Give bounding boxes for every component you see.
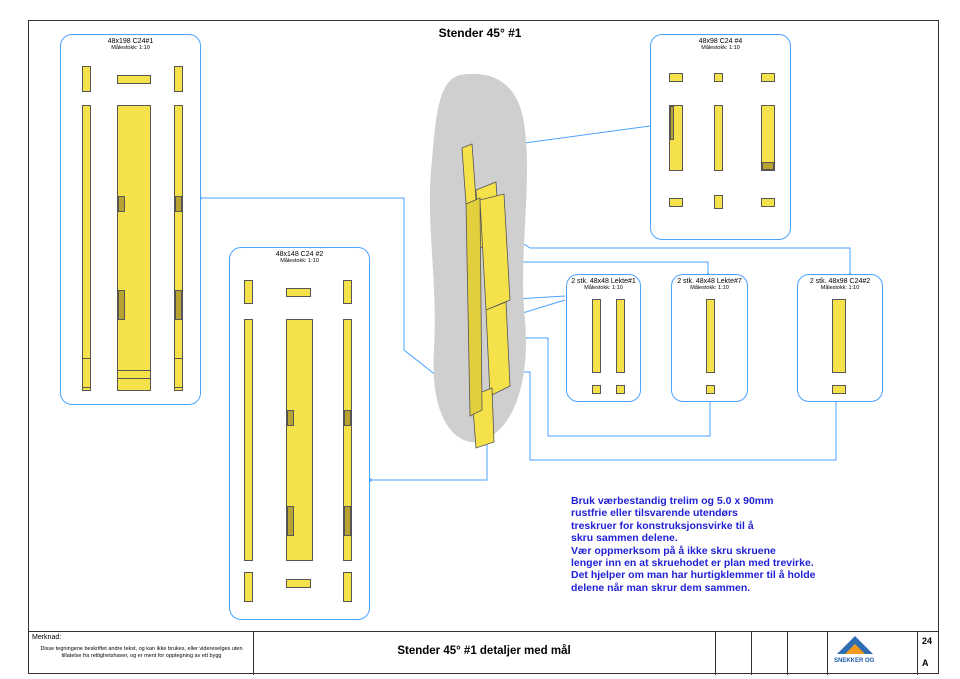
part-scale: Målestokk: 1:10: [111, 45, 150, 51]
leader-e: [500, 337, 711, 437]
title-block: Merknad: Disse tegningene beskriftet and…: [28, 631, 939, 675]
assembly-instructions: Bruk værbestandig trelim og 5.0 x 90mm r…: [571, 495, 871, 594]
face-view: [117, 105, 151, 391]
side-view: [82, 105, 91, 391]
part-name: 48x148 C24 #2: [275, 251, 324, 258]
side-view: [343, 319, 352, 561]
part-scale: Målestokk: 1:10: [690, 285, 729, 291]
end-detail: [832, 385, 846, 394]
part-name: 2 stk. 48x48 Lekte#1: [571, 278, 636, 285]
part-name: 2 stk. 48x98 C24#2: [809, 278, 871, 285]
part-card-f[interactable]: 2 stk. 48x98 C24#2 Målestokk: 1:10: [797, 274, 883, 402]
end-detail: [244, 572, 253, 602]
end-detail: [592, 385, 601, 394]
merknad-text: Disse tegningene beskriftet andre tekst,…: [40, 646, 243, 659]
part-name: 48x98 C24 #4: [698, 38, 743, 45]
part-name: 48x198 C24#1: [107, 38, 154, 45]
end-view: [174, 66, 183, 92]
end-detail: [616, 385, 625, 394]
company-logo-icon: [837, 636, 873, 654]
part-card-b[interactable]: 48x148 C24 #2 Målestokk: 1:10: [229, 247, 370, 620]
end-view: [714, 73, 723, 82]
part-card-e[interactable]: 2 stk. 48x48 Lekte#7 Målestokk: 1:10: [671, 274, 748, 402]
note-line: Det hjelper om man har hurtigklemmer til…: [571, 569, 816, 582]
side-view: [616, 299, 625, 373]
face-view: [286, 319, 313, 561]
merknad-cell: Merknad: Disse tegningene beskriftet and…: [28, 632, 254, 675]
end-view: [343, 280, 352, 304]
side-view: [706, 299, 715, 373]
side-view: [714, 105, 723, 171]
note-line: Vær oppmerksom på å ikke skru skruene: [571, 544, 776, 557]
note-line: lenger inn en at skruehodet er plan med …: [571, 557, 814, 570]
note-line: Bruk værbestandig trelim og 5.0 x 90mm: [571, 495, 774, 507]
side-view: [761, 105, 775, 171]
part-name: 2 stk. 48x48 Lekte#7: [677, 278, 742, 285]
leader-f: [500, 371, 837, 461]
part-scale: Målestokk: 1:10: [584, 285, 623, 291]
merknad-label: Merknad:: [32, 634, 62, 641]
end-detail: [706, 385, 715, 394]
end-view: [669, 73, 683, 82]
end-view: [82, 66, 91, 92]
note-line: delene når man skrur dem sammen.: [571, 581, 751, 594]
logo-cell: [828, 632, 918, 675]
leader-e-top: [500, 261, 709, 275]
side-view: [244, 319, 253, 561]
end-view: [761, 73, 775, 82]
end-detail: [174, 358, 183, 388]
drawing-sheet-border: [28, 20, 939, 674]
end-detail: [761, 198, 775, 207]
end-detail: [343, 572, 352, 602]
part-scale: Målestokk: 1:10: [820, 285, 860, 291]
assembly-3d-view: [429, 73, 528, 449]
end-view: [117, 75, 151, 84]
company-name: SNEKKER OG: [834, 658, 875, 664]
part-card-c[interactable]: 48x98 C24 #4 Målestokk: 1:10: [650, 34, 791, 240]
page-title: Stender 45° #1: [438, 26, 522, 40]
end-view: [286, 288, 311, 297]
sheet-number: 24: [922, 636, 933, 646]
note-line: treskruer for konstruksjonsvirke til å: [571, 519, 754, 532]
side-view: [592, 299, 601, 373]
info-cell: [788, 632, 828, 675]
drawing-title: Stender 45° #1 detaljer med mål: [397, 645, 571, 657]
sheet-revision: A: [922, 658, 929, 668]
part-card-d[interactable]: 2 stk. 48x48 Lekte#1 Målestokk: 1:10: [566, 274, 641, 402]
part-scale: Målestokk: 1:10: [701, 45, 740, 51]
end-view: [244, 280, 253, 304]
info-cell: [752, 632, 788, 675]
side-view: [669, 105, 683, 171]
end-detail: [714, 195, 723, 209]
end-detail: [82, 358, 91, 388]
part-card-a[interactable]: 48x198 C24#1 Målestokk: 1:10: [60, 34, 201, 405]
end-detail: [117, 370, 151, 379]
title-cell: [254, 632, 716, 675]
end-detail: [286, 579, 311, 588]
side-view: [174, 105, 183, 391]
part-scale: Målestokk: 1:10: [280, 258, 319, 264]
side-view: [832, 299, 846, 373]
note-line: rustfrie eller tilsvarende utendørs: [571, 507, 738, 520]
end-detail: [669, 198, 683, 207]
note-line: skru sammen delene.: [571, 532, 678, 545]
info-cell: [716, 632, 752, 675]
